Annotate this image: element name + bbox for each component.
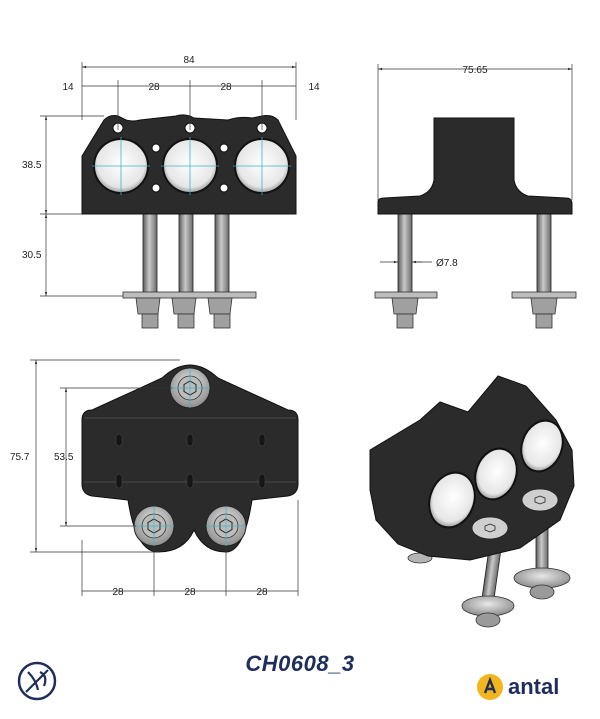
- dim-top-pitch-2: 28: [184, 587, 196, 598]
- dim-front-edge-left: 14: [62, 82, 74, 93]
- top-view: 75.7 53.5 28 28 28: [10, 359, 299, 598]
- top-bolt-heads: [133, 367, 247, 547]
- brand-name: antal: [508, 674, 560, 699]
- isometric-view: [369, 375, 575, 628]
- dim-side-bolt-diameter: Ø7.8: [436, 258, 458, 269]
- front-bolts: [122, 213, 257, 329]
- side-view: 75.65 Ø7.8: [374, 64, 577, 329]
- dim-front-edge-right: 14: [308, 82, 320, 93]
- ex-logo-icon: [17, 661, 57, 701]
- top-slots: [115, 433, 266, 489]
- dim-top-inner-depth: 53.5: [54, 452, 74, 463]
- side-bolts: [374, 213, 577, 329]
- front-view: 84 14 28 28 14 38.5 30.5: [22, 55, 320, 329]
- dim-front-pitch-2: 28: [220, 82, 232, 93]
- dim-top-total-depth: 75.7: [10, 452, 30, 463]
- side-clamp-body: [377, 117, 573, 215]
- antal-logo-icon: [477, 674, 503, 700]
- dim-front-body-height: 38.5: [22, 160, 42, 171]
- dim-top-pitch-1: 28: [112, 587, 124, 598]
- side-dimension-lines: [377, 64, 573, 264]
- dim-side-total-width: 75.65: [462, 65, 487, 76]
- dim-front-bolt-length: 30.5: [22, 250, 42, 261]
- iso-clamp-body: [369, 375, 575, 561]
- dim-top-pitch-3: 28: [256, 587, 268, 598]
- front-small-holes: [112, 122, 268, 193]
- brand-logo: antal: [476, 672, 559, 702]
- front-bores: [92, 137, 291, 195]
- top-dimension-lines: [30, 359, 299, 596]
- dim-front-total-width: 84: [183, 55, 195, 66]
- dim-front-pitch-1: 28: [148, 82, 160, 93]
- part-number-title: CH0608_3: [245, 651, 355, 676]
- iso-bores: [428, 419, 564, 529]
- front-dimension-lines: [40, 62, 297, 297]
- iso-bolt-heads: [471, 488, 559, 540]
